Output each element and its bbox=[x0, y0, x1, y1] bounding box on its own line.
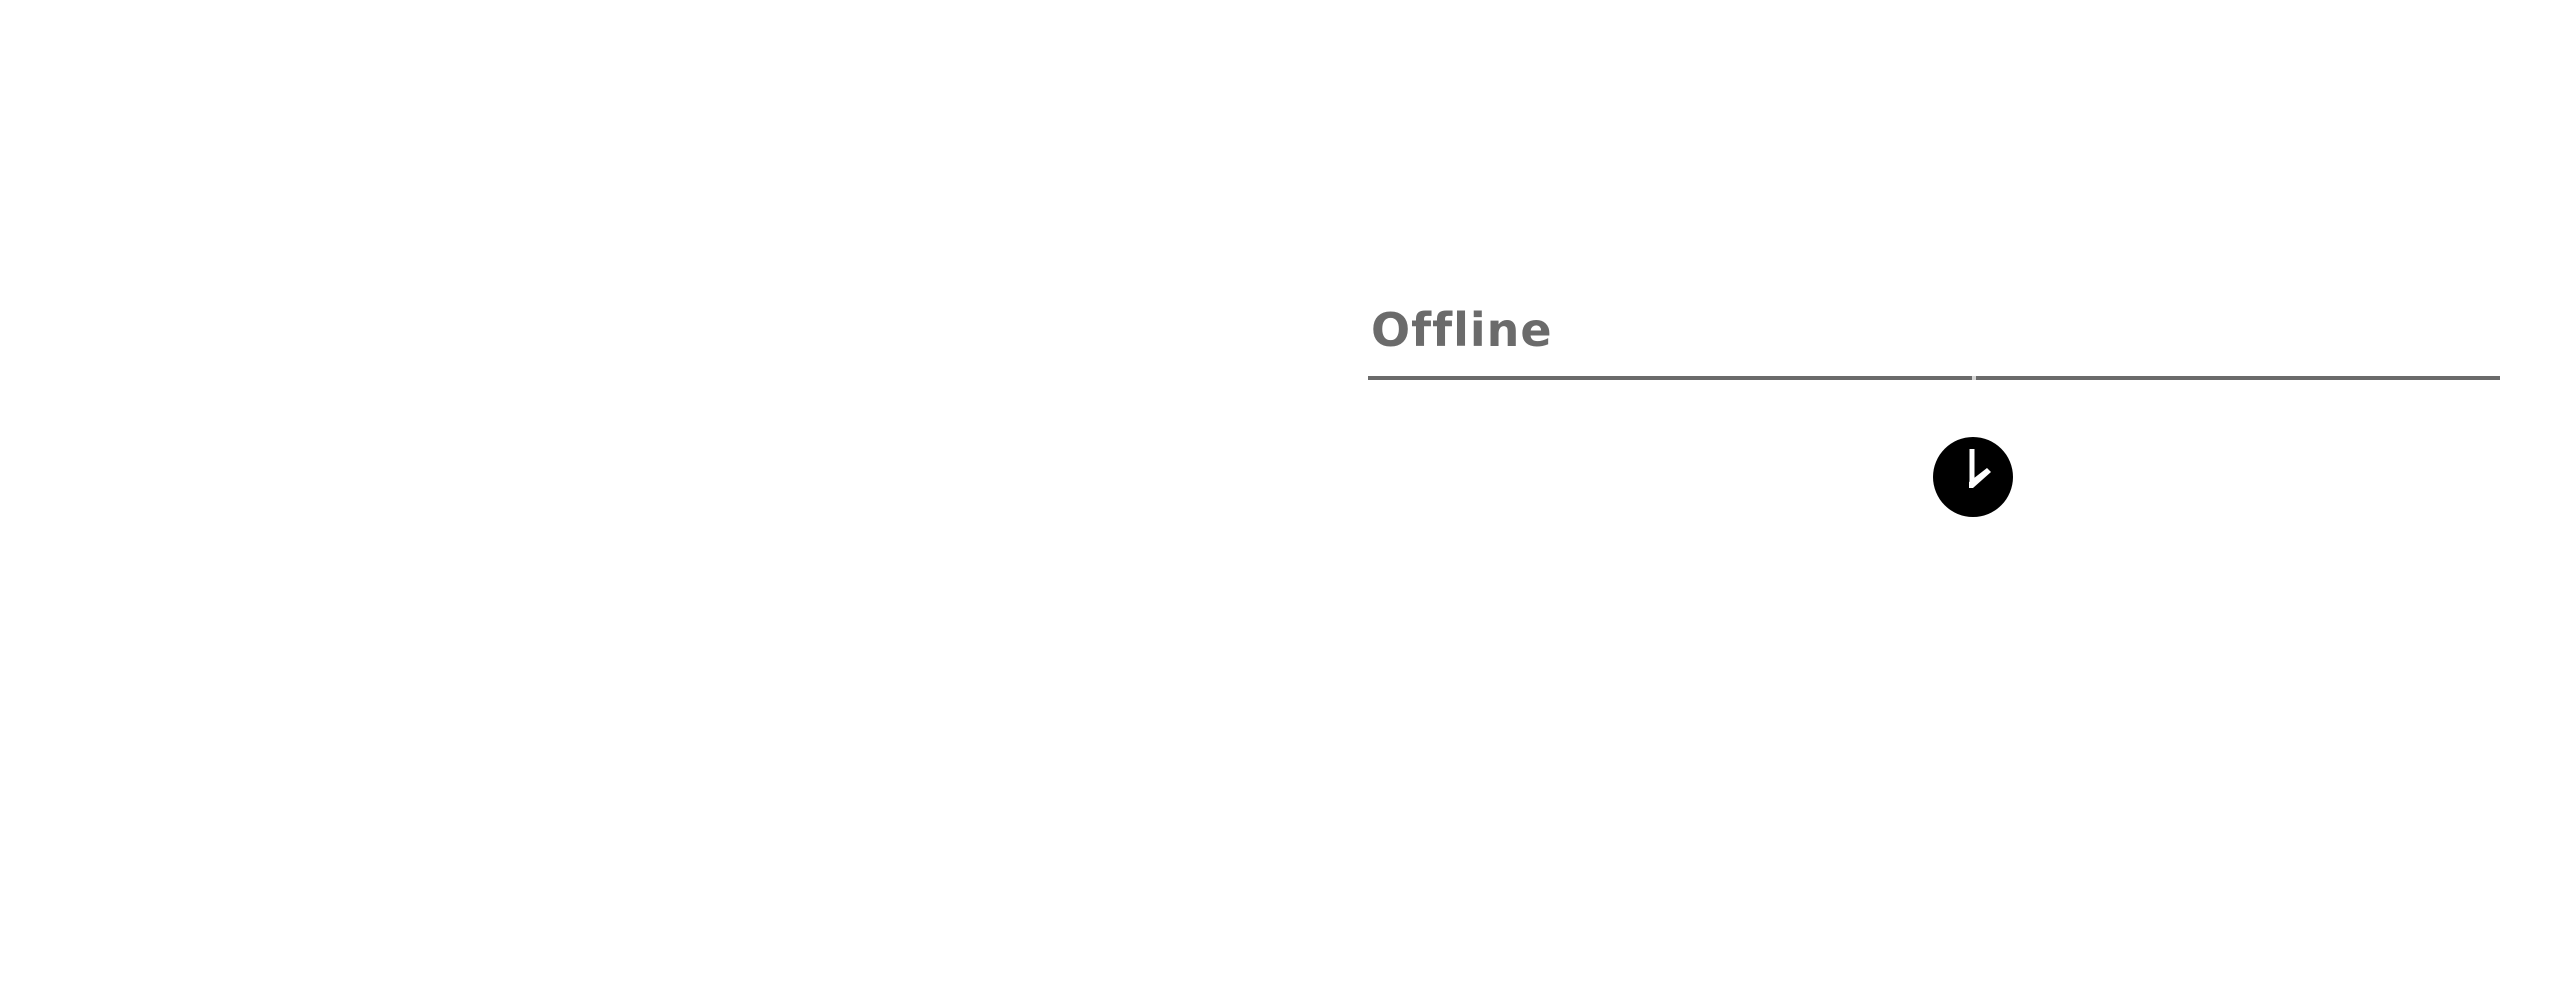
divider-notch bbox=[1972, 376, 1976, 380]
status-title: Offline bbox=[1371, 303, 1553, 357]
clock-hand-minute bbox=[1969, 468, 1991, 488]
clock-hand-hour bbox=[1969, 449, 1975, 485]
clock-icon bbox=[1932, 436, 2014, 518]
divider-line bbox=[1368, 376, 2500, 380]
clock-icon-graphic bbox=[1933, 437, 2013, 517]
